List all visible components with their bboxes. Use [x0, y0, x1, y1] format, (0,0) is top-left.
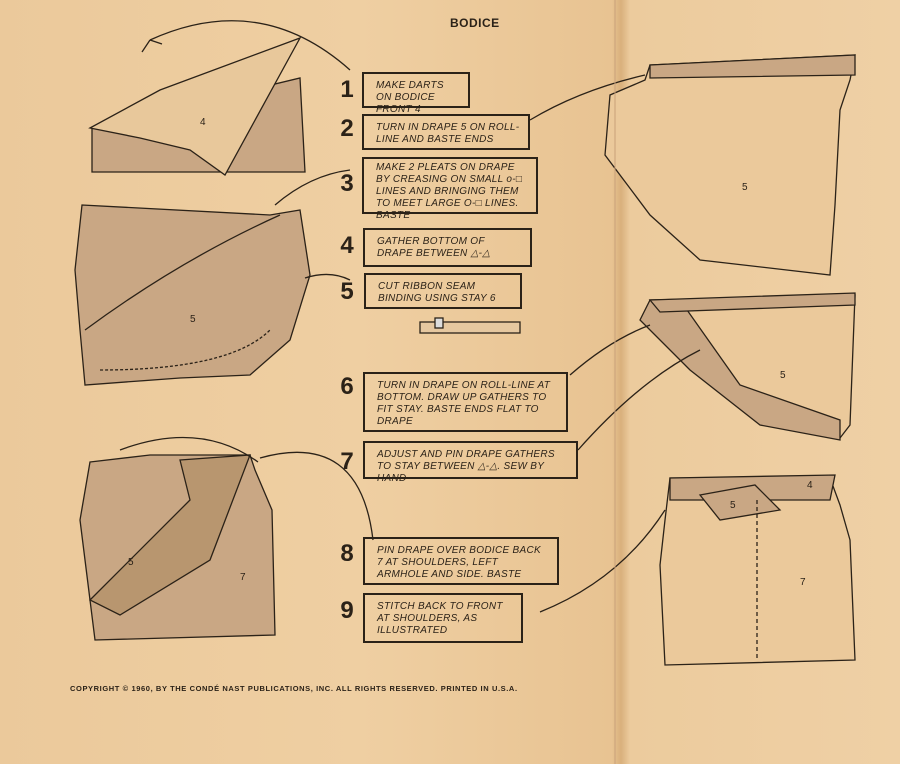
- page-title: BODICE: [450, 16, 500, 30]
- stay-illustration: [419, 317, 521, 334]
- figure-drape-stay: 5: [569, 292, 856, 451]
- piece-label: 5: [730, 500, 736, 511]
- step-number: 7: [340, 448, 354, 475]
- step-number: 9: [340, 597, 354, 624]
- piece-label: 4: [200, 117, 206, 128]
- step-box: STITCH BACK TO FRONT AT SHOULDERS, AS IL…: [363, 593, 523, 643]
- step-box: ADJUST AND PIN DRAPE GATHERS TO STAY BET…: [363, 441, 578, 484]
- piece-label: 5: [742, 182, 748, 193]
- piece-label: 5: [190, 314, 196, 325]
- piece-label: 7: [240, 572, 246, 583]
- copyright-notice: COPYRIGHT © 1960, BY THE CONDÉ NAST PUBL…: [70, 684, 518, 693]
- step-number: 5: [340, 278, 354, 305]
- figure-drape-pinned-back: 5 7: [79, 436, 374, 641]
- figure-back-to-front: 5 4 7: [539, 474, 856, 666]
- step-box: GATHER BOTTOM OF DRAPE BETWEEN △-△: [363, 228, 532, 267]
- step-number: 1: [340, 76, 354, 103]
- piece-label: 7: [800, 577, 806, 588]
- figure-drape-pleats: 5: [74, 169, 351, 386]
- step-number: 8: [340, 540, 354, 567]
- step-box: PIN DRAPE OVER BODICE BACK 7 AT SHOULDER…: [363, 537, 559, 585]
- figure-bodice-front-darts: 4: [88, 20, 351, 176]
- figure-drape-roll-line: 5: [529, 54, 856, 276]
- piece-label: 5: [128, 557, 134, 568]
- step-number: 6: [340, 373, 354, 400]
- step-box: CUT RIBBON SEAM BINDING USING STAY 6: [364, 273, 522, 309]
- step-box: MAKE 2 PLEATS ON DRAPE BY CREASING ON SM…: [362, 157, 538, 221]
- step-number: 3: [340, 170, 354, 197]
- step-box: TURN IN DRAPE ON ROLL-LINE AT BOTTOM. DR…: [363, 372, 568, 432]
- step-number: 4: [340, 232, 354, 259]
- step-box: TURN IN DRAPE 5 ON ROLL-LINE AND BASTE E…: [362, 114, 530, 150]
- piece-label: 5: [780, 370, 786, 381]
- piece-label: 4: [807, 480, 813, 491]
- step-number: 2: [340, 115, 354, 142]
- step-box: MAKE DARTS ON BODICE FRONT 4: [362, 72, 470, 115]
